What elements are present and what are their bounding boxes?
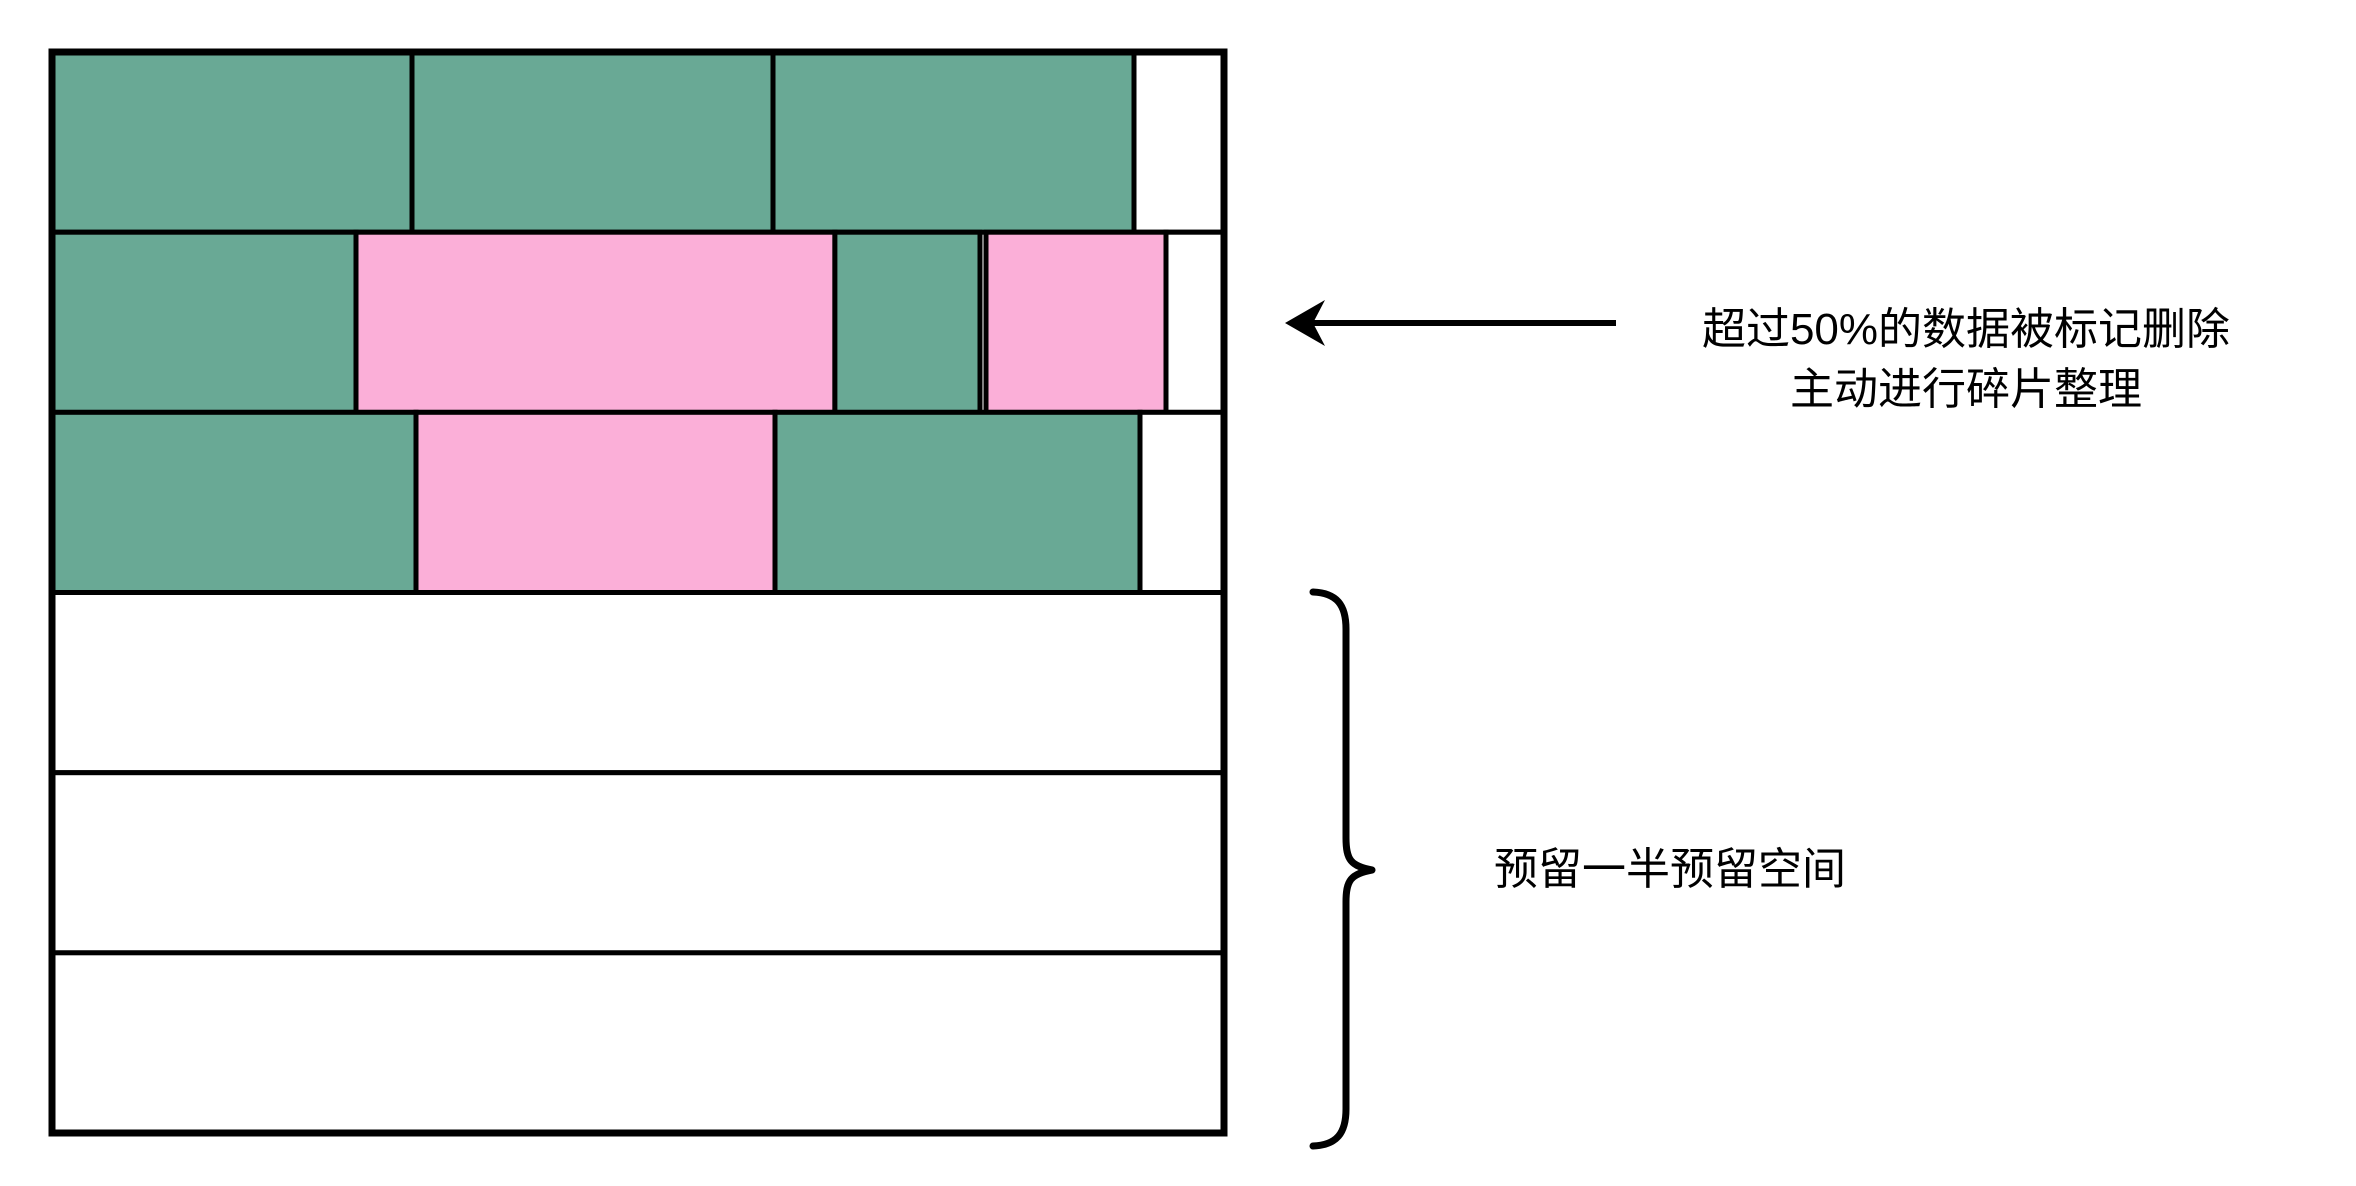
block-row [49, 950, 1227, 1136]
block-segment-free [1137, 409, 1227, 595]
block-row [49, 770, 1227, 956]
grid-outer-border [48, 48, 1228, 1137]
block-segment-data [49, 409, 419, 595]
block-row [49, 409, 1227, 595]
block-row [49, 590, 1227, 776]
block-row [49, 229, 1227, 415]
block-segment-data [49, 229, 359, 415]
defrag-annotation-line1: 超过50%的数据被标记删除 [1701, 305, 2231, 354]
reserved-annotation: 预留一半预留空间 [1494, 845, 1846, 894]
block-segment-deleted [353, 229, 838, 415]
block-grid [49, 49, 1227, 1136]
block-segment-deleted [413, 409, 778, 595]
reserved-space-brace [1309, 588, 1376, 1150]
defrag-arrowhead-icon [1285, 300, 1325, 346]
block-segment-free [1163, 229, 1227, 415]
block-segment-deleted [983, 229, 1169, 415]
block-segment-free [1131, 49, 1227, 235]
block-segment-data [772, 409, 1143, 595]
block-segment-data [770, 49, 1137, 235]
block-segment-data [409, 49, 776, 235]
defrag-arrow [1285, 300, 1616, 346]
block-row [49, 49, 1227, 235]
block-segment-free [49, 770, 1227, 956]
block-segment-free [49, 950, 1227, 1136]
block-segment-data [832, 229, 983, 415]
defrag-annotation: 超过50%的数据被标记删除 主动进行碎片整理 [1702, 300, 2230, 420]
defrag-annotation-line2: 主动进行碎片整理 [1789, 365, 2142, 414]
block-segment-data [49, 49, 415, 235]
block-segment-free [49, 590, 1227, 776]
